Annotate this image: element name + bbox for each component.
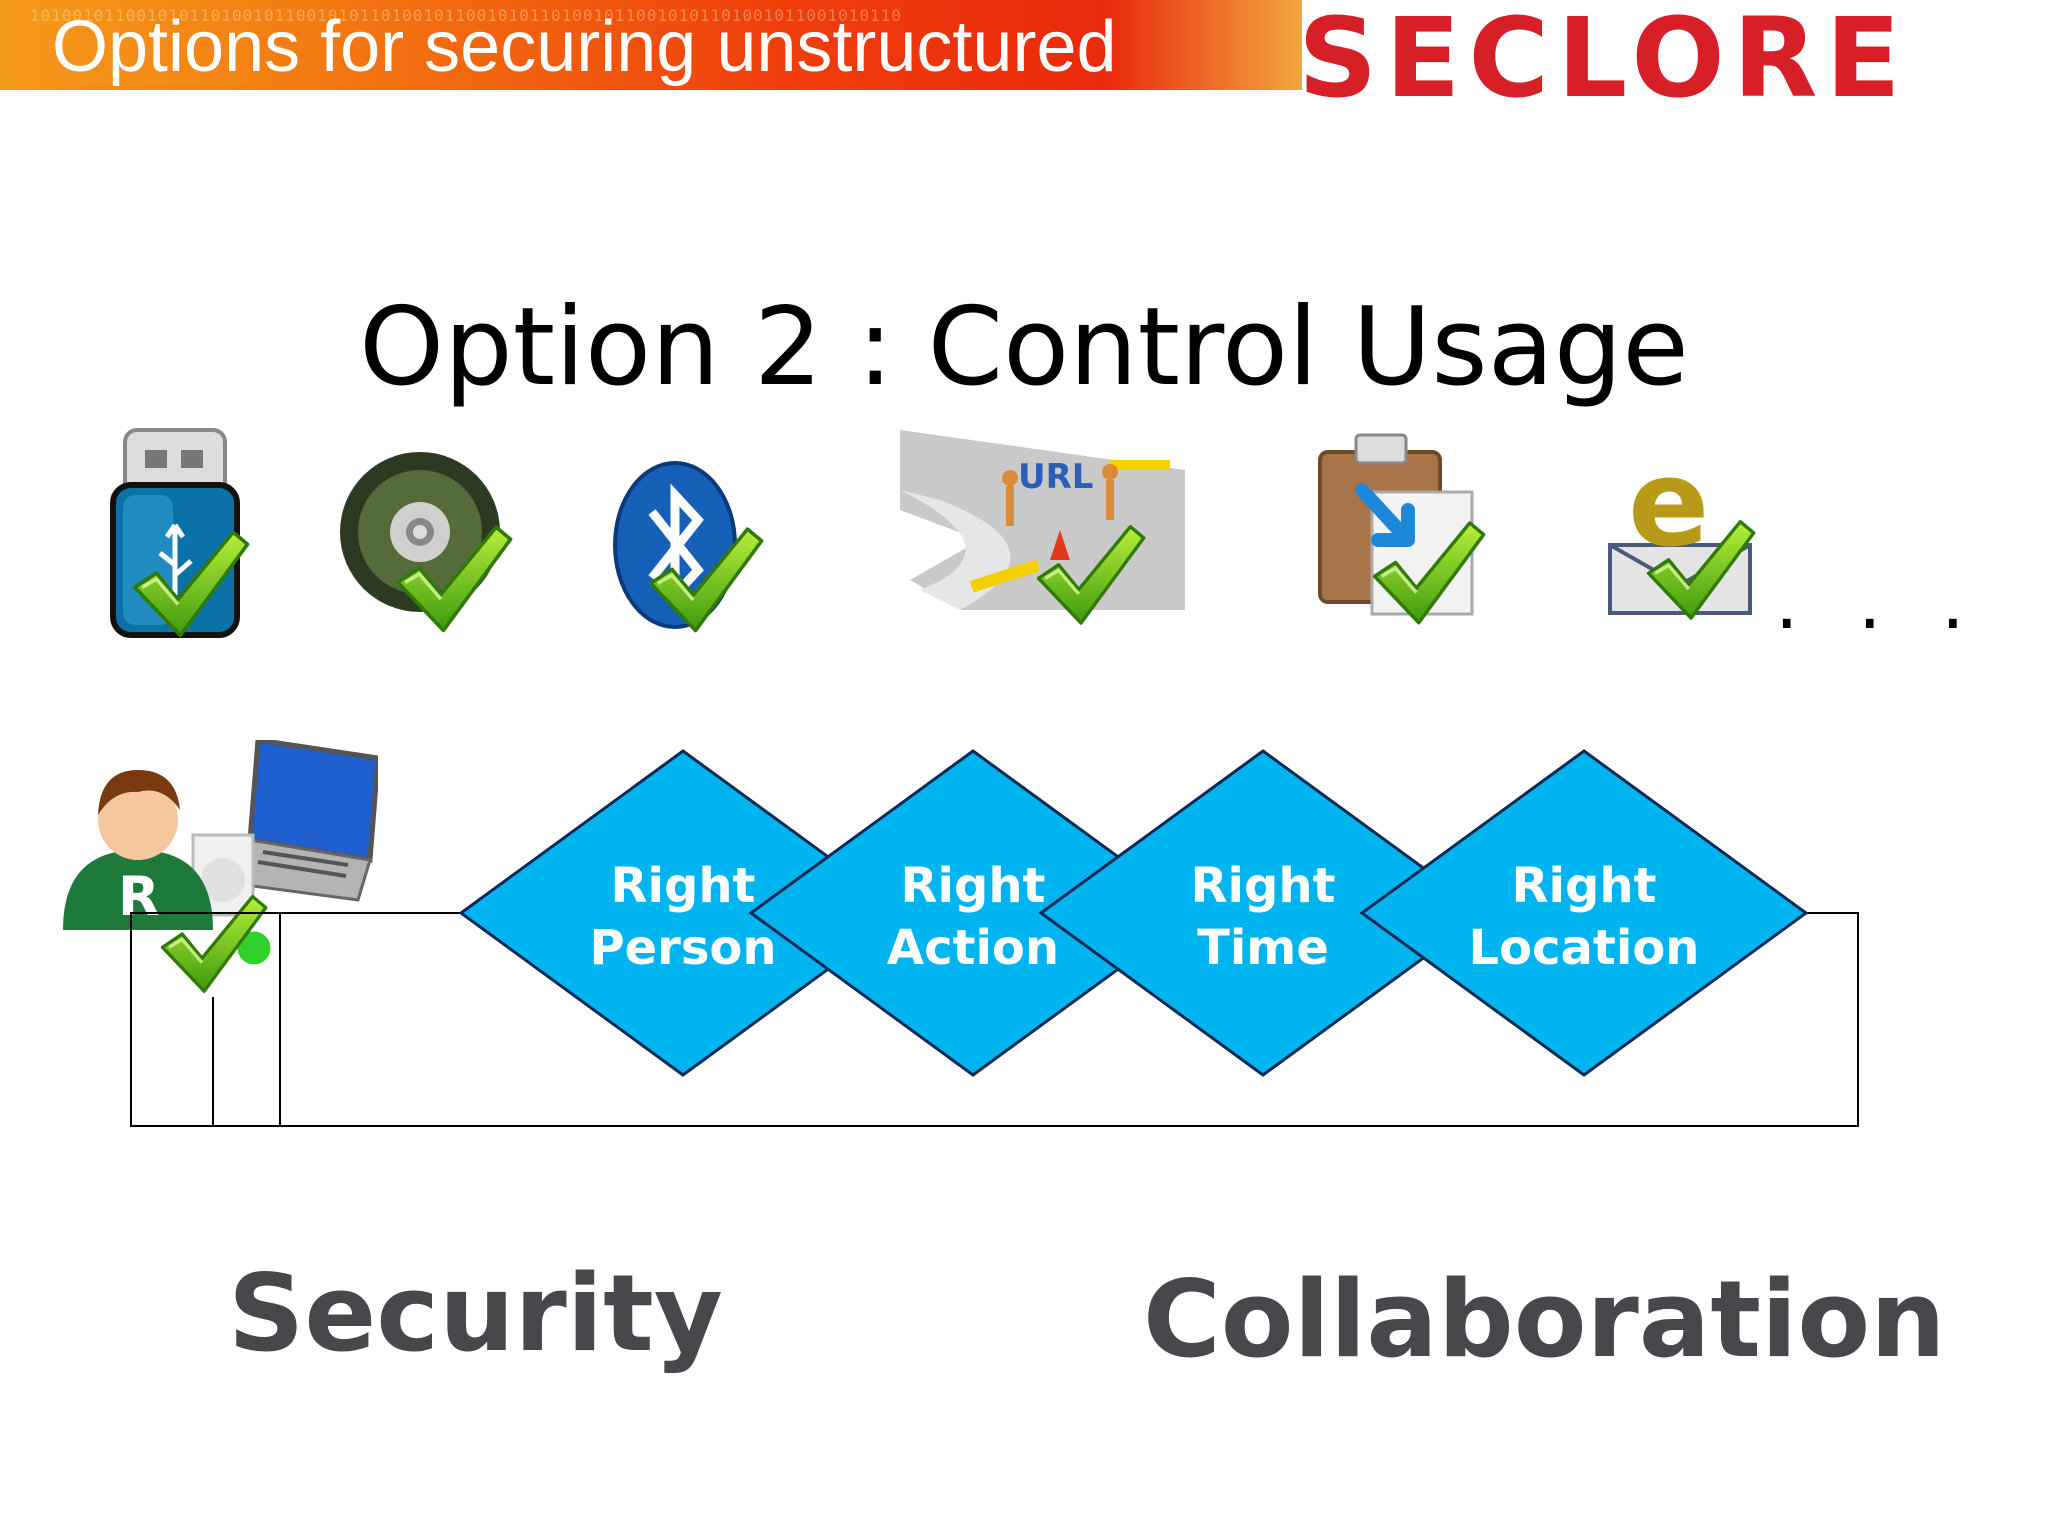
user-with-laptop: R <box>58 737 381 1000</box>
user-badge-letter: R <box>118 865 160 928</box>
diamond-label-time-line2: Time <box>1197 920 1329 976</box>
diamond-label-action-line1: Right <box>900 858 1046 914</box>
more-ellipsis: . . . <box>1775 560 1983 646</box>
url-label: URL <box>1018 457 1093 497</box>
diamond-label-time-line1: Right <box>1190 858 1336 914</box>
diamond-label-person-line1: Right <box>610 858 756 914</box>
usb-drive-icon <box>105 425 255 645</box>
clipboard-icon <box>1312 430 1492 630</box>
security-label: Security <box>228 1252 723 1375</box>
email-icon: e <box>1600 435 1770 625</box>
person-icon: R <box>63 770 213 930</box>
seclore-logo: SECLORE <box>1298 0 1909 122</box>
diamond-right-time <box>1038 749 1488 1077</box>
diamond-label-location-line1: Right <box>1511 858 1657 914</box>
diamond-label-action-line2: Action <box>886 920 1060 976</box>
diamond-label-time: Right Time <box>1113 855 1413 979</box>
header-binary-texture: 1010010110010101101001011001010110100101… <box>30 6 902 25</box>
diamond-label-action: Right Action <box>823 855 1123 979</box>
slide-title: Option 2 : Control Usage <box>359 285 1689 410</box>
header-banner: 1010010110010101101001011001010110100101… <box>0 0 1302 90</box>
url-roadblock-icon: URL <box>900 430 1190 630</box>
diamond-right-location <box>1359 749 1809 1077</box>
header-title: Options for securing unstructured <box>52 7 1117 87</box>
diamond-label-person-line2: Person <box>589 920 777 976</box>
diamond-label-location-line2: Location <box>1468 920 1700 976</box>
diamond-label-location: Right Location <box>1434 855 1734 979</box>
cd-disc-icon <box>338 450 518 640</box>
diamond-label-person: Right Person <box>533 855 833 979</box>
collaboration-label: Collaboration <box>1143 1258 1946 1381</box>
email-e-letter: e <box>1628 445 1709 574</box>
bluetooth-icon <box>610 460 780 640</box>
